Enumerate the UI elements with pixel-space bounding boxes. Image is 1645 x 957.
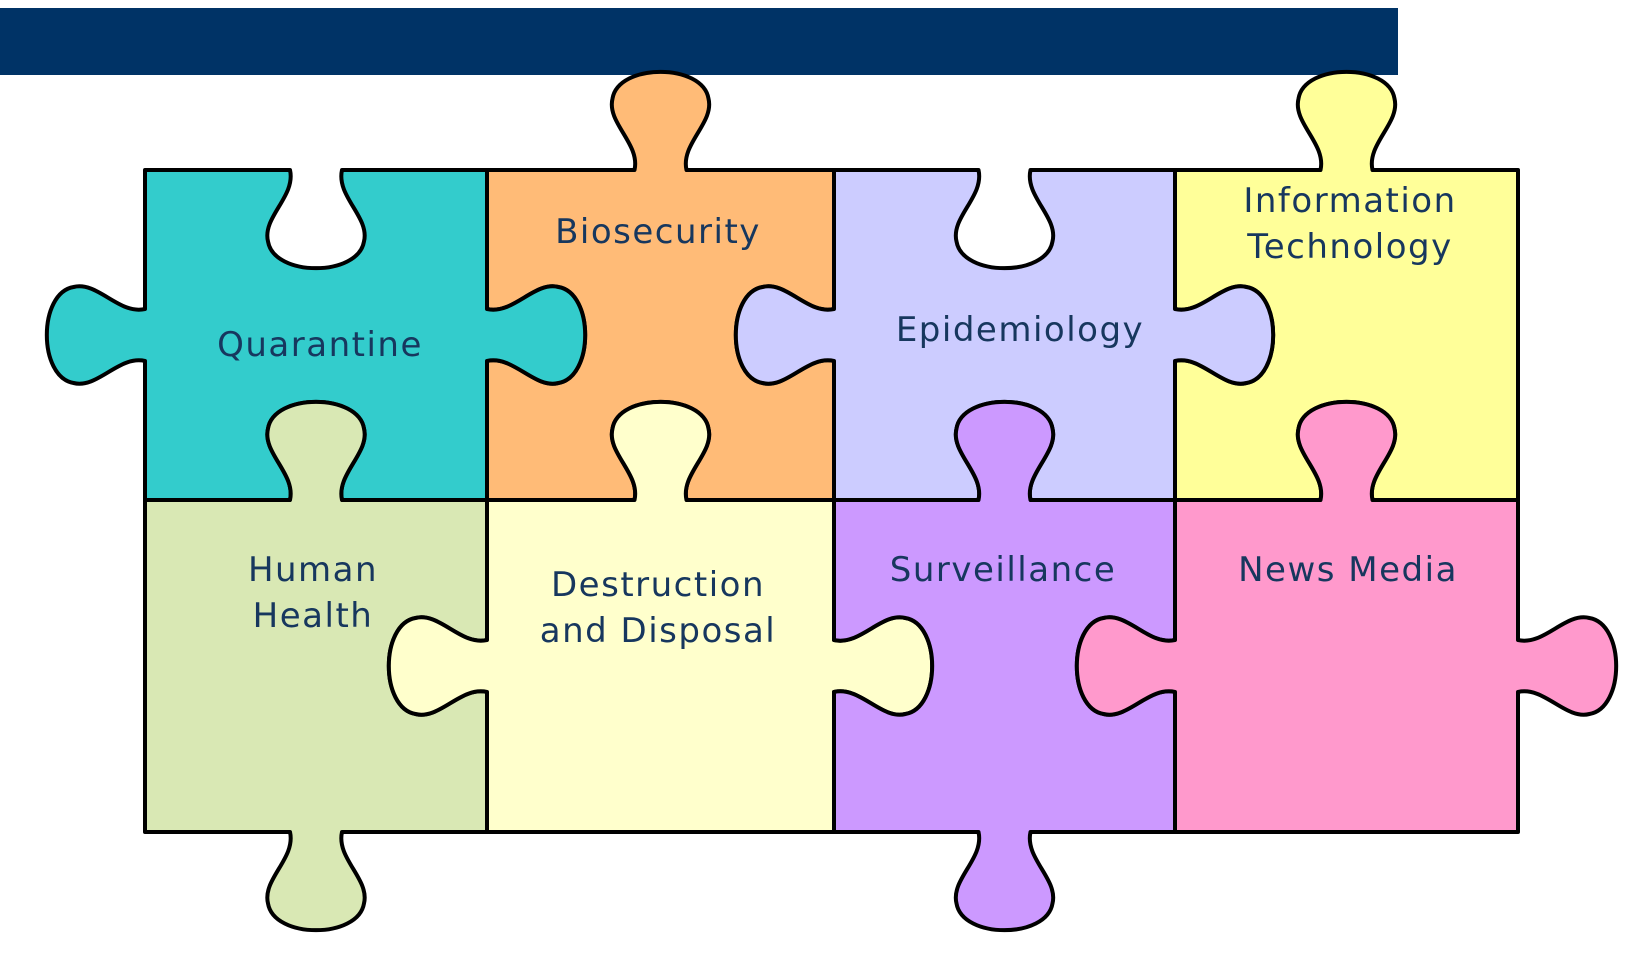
piece-news-media [1074, 399, 1619, 834]
header-bar [0, 8, 1398, 75]
puzzle-pieces [44, 69, 1619, 933]
